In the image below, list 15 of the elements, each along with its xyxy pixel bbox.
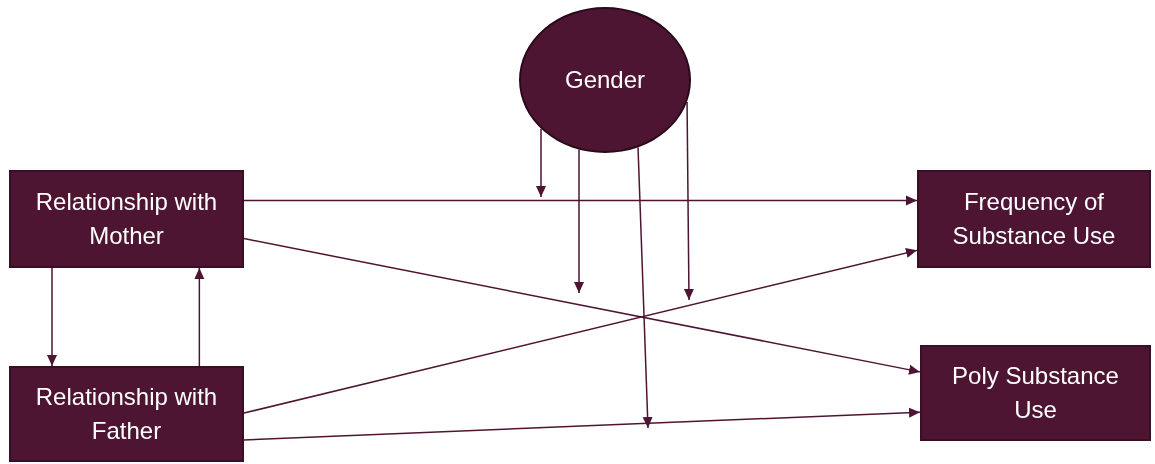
node-label: Relationship with Mother (34, 187, 219, 251)
arrow (243, 248, 918, 414)
variable-box (920, 345, 1151, 441)
variable-box (917, 170, 1151, 268)
node-label: Relationship with Father (34, 382, 219, 446)
arrow (194, 267, 205, 367)
arrow (243, 237, 921, 375)
variable-box (9, 170, 244, 268)
node-label: Gender (563, 65, 647, 95)
arrow (47, 267, 57, 367)
arrow (243, 407, 921, 441)
node-label: Poly Substance Use (951, 361, 1120, 425)
arrow (243, 195, 918, 206)
variable-box (9, 366, 244, 462)
node-label: Frequency of Substance Use (951, 187, 1117, 251)
